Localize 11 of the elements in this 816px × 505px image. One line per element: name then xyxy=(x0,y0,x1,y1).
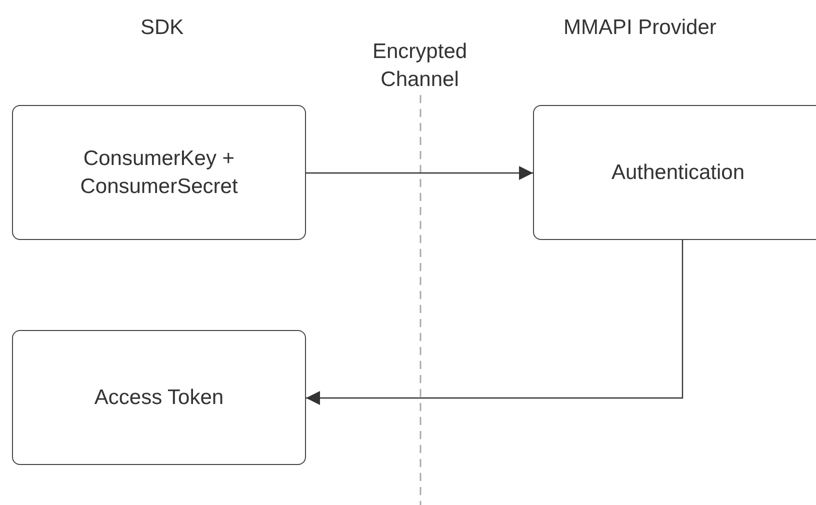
arrow xyxy=(306,166,533,180)
arrow xyxy=(306,240,684,405)
column-heading: SDK xyxy=(140,15,184,41)
box-label: Access Token xyxy=(94,384,224,410)
box-label: ConsumerKey + ConsumerSecret xyxy=(80,146,238,200)
process-box xyxy=(533,105,816,240)
column-heading: MMAPI Provider xyxy=(564,15,716,41)
channel-label: Encrypted Channel xyxy=(372,39,468,93)
box-label: Authentication xyxy=(611,160,745,186)
process-box xyxy=(12,330,306,465)
process-box xyxy=(12,105,306,240)
